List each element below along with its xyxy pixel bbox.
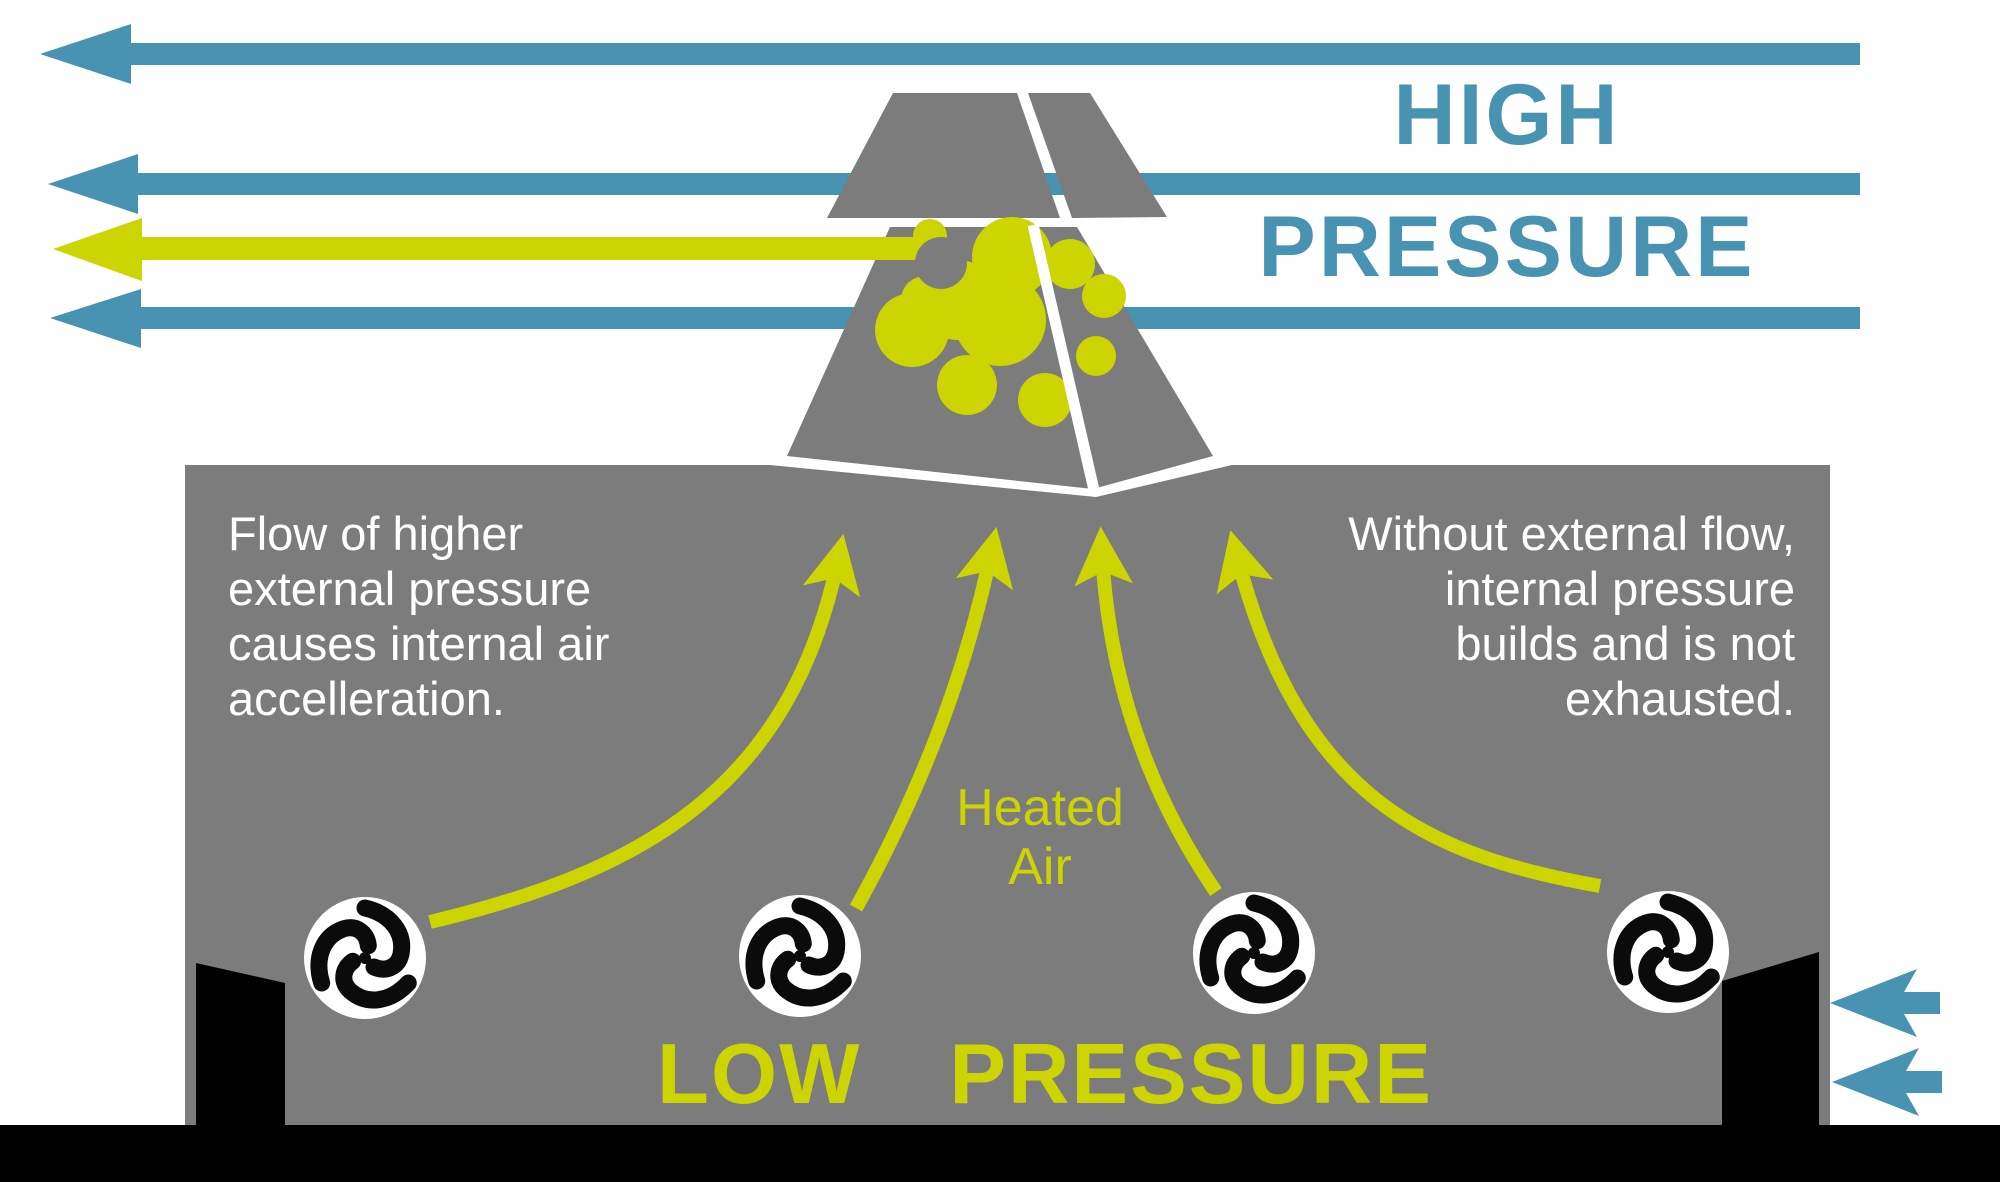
high-pressure-label-line1: HIGH — [1393, 67, 1621, 163]
high-pressure-flow-arrow-1 — [40, 24, 1860, 84]
smoke-cloud-gap — [915, 237, 967, 289]
right-vent-wedge — [1722, 952, 1819, 1125]
exhaust-flow-arrow — [53, 218, 942, 281]
fan-icon-1 — [303, 897, 426, 1019]
heated-air-arrow-2 — [849, 526, 1014, 912]
low-pressure-word1: LOW — [657, 1027, 862, 1122]
fan-icon-3 — [1192, 892, 1315, 1014]
chimney-cap-left — [827, 93, 1060, 218]
right-note: Without external flow, internal pressure… — [1348, 507, 1795, 725]
chimney-split-line — [1027, 223, 1100, 492]
chimney-cap-right — [1028, 93, 1167, 218]
left-note: Flow of higher external pressure causes … — [228, 507, 610, 725]
heated-air-arrow-4 — [1216, 530, 1602, 893]
low-pressure-word2: PRESSURE — [949, 1027, 1433, 1122]
heated-air-arrows — [428, 526, 1602, 929]
left-vent-wedge — [196, 963, 285, 1125]
infiltration-arrow-1 — [1830, 969, 1940, 1037]
fan-icon-4 — [1606, 891, 1729, 1013]
heated-air-arrow-3 — [1074, 526, 1222, 896]
heated-air-label: Heated Air — [956, 779, 1124, 896]
low-pressure-label: LOW PRESSURE — [545, 1032, 1545, 1117]
fan-icon-2 — [738, 895, 861, 1017]
high-pressure-label-line2: PRESSURE — [1258, 199, 1756, 295]
building-body — [185, 465, 1830, 1125]
infiltration-arrow-2 — [1832, 1048, 1942, 1116]
heated-air-arrow-1 — [428, 533, 861, 929]
ground-bar — [0, 1125, 2000, 1182]
